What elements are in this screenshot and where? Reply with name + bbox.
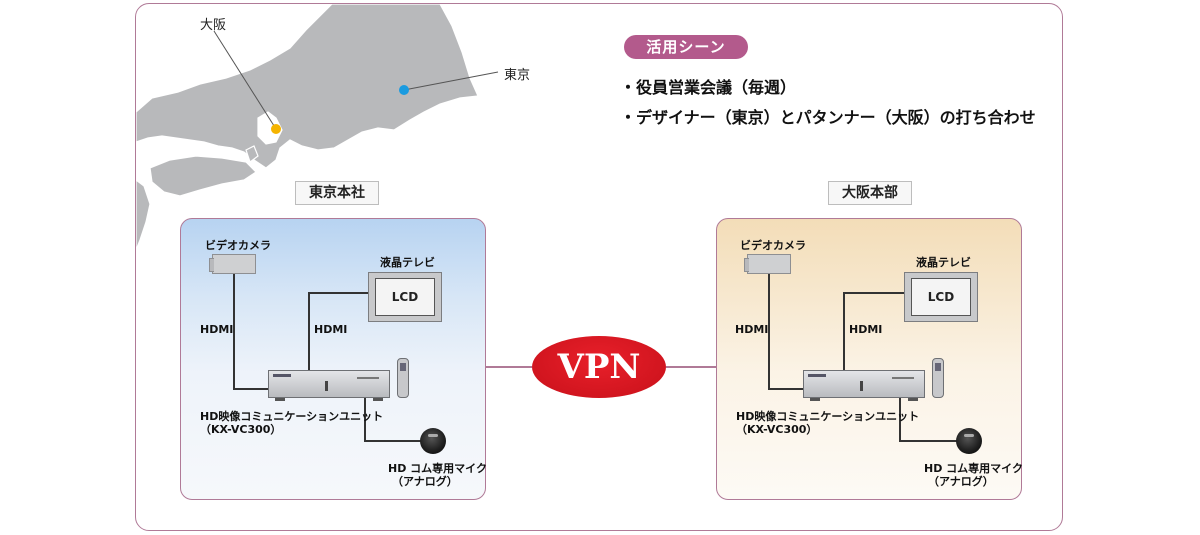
awaji-shape [245, 145, 259, 163]
osaka-tv-label: 液晶テレビ [916, 256, 971, 269]
osaka-kx-vc300-unit [803, 370, 925, 401]
tokyo-mic-label: HD コム専用マイク [388, 462, 487, 475]
tokyo-mic-cable-h [364, 440, 424, 442]
osaka-tv-cable-h [843, 292, 904, 294]
tokyo-camera-cable [233, 274, 235, 389]
tokyo-video-camera [209, 254, 256, 274]
tokyo-site-title: 東京本社 [295, 181, 379, 205]
osaka-unit-label: HD映像コミュニケーションユニット [736, 410, 920, 423]
tokyo-camera-cable-h [233, 388, 269, 390]
osaka-microphone [956, 428, 982, 454]
tokyo-hdmi-tv: HDMI [314, 323, 348, 336]
osaka-hdmi-tv: HDMI [849, 323, 883, 336]
tokyo-unit-label: HD映像コミュニケーションユニット [200, 410, 384, 423]
tokyo-tv-label: 液晶テレビ [380, 256, 435, 269]
kyushu-shape [136, 178, 151, 251]
osaka-camera-label: ビデオカメラ [740, 239, 806, 252]
osaka-unit-model: （KX-VC300） [736, 423, 818, 436]
shikoku-shape [149, 155, 257, 197]
scene-badge: 活用シーン [624, 35, 748, 59]
tokyo-tv-cable-v [308, 292, 310, 370]
osaka-video-camera [744, 254, 791, 274]
osaka-tv-screen: LCD [911, 278, 971, 316]
tokyo-tv-screen: LCD [375, 278, 435, 316]
osaka-dot [271, 124, 281, 134]
osaka-mic-label: HD コム専用マイク [924, 462, 1023, 475]
osaka-camera-cable-h [768, 388, 804, 390]
osaka-mic-cable-h [899, 440, 959, 442]
scene-item-designer: ・デザイナー（東京）とパタンナー（大阪）の打ち合わせ [620, 108, 1036, 127]
osaka-lcd-tv: LCD [904, 272, 978, 322]
osaka-camera-cable [768, 274, 770, 389]
osaka-mic-sub: （アナログ） [928, 475, 994, 488]
osaka-bay-shape [257, 111, 283, 145]
osaka-mic-cable-v [899, 397, 901, 441]
tokyo-tv-cable-h [308, 292, 368, 294]
tokyo-microphone [420, 428, 446, 454]
vpn-badge: VPN [532, 336, 666, 398]
osaka-site-title: 大阪本部 [828, 181, 912, 205]
tokyo-remote-control [397, 358, 409, 398]
tokyo-lcd-tv: LCD [368, 272, 442, 322]
tokyo-leader-line [403, 71, 499, 91]
osaka-tv-cable-v [843, 292, 845, 370]
tokyo-dot [399, 85, 409, 95]
vpn-link-osaka [666, 366, 716, 368]
scene-item-meeting: ・役員営業会議（毎週） [620, 78, 797, 97]
osaka-leader-line [213, 30, 277, 130]
tokyo-hdmi-camera: HDMI [200, 323, 234, 336]
tokyo-map-label: 東京 [504, 68, 531, 83]
osaka-remote-control [932, 358, 944, 398]
tokyo-kx-vc300-unit [268, 370, 390, 401]
vpn-link-tokyo [484, 366, 532, 368]
tokyo-unit-model: （KX-VC300） [200, 423, 282, 436]
osaka-map-label: 大阪 [200, 18, 227, 33]
osaka-hdmi-camera: HDMI [735, 323, 769, 336]
tokyo-mic-sub: （アナログ） [392, 475, 458, 488]
tokyo-camera-label: ビデオカメラ [205, 239, 271, 252]
tokyo-mic-cable-v [364, 397, 366, 441]
honshu-shape [136, 4, 479, 169]
